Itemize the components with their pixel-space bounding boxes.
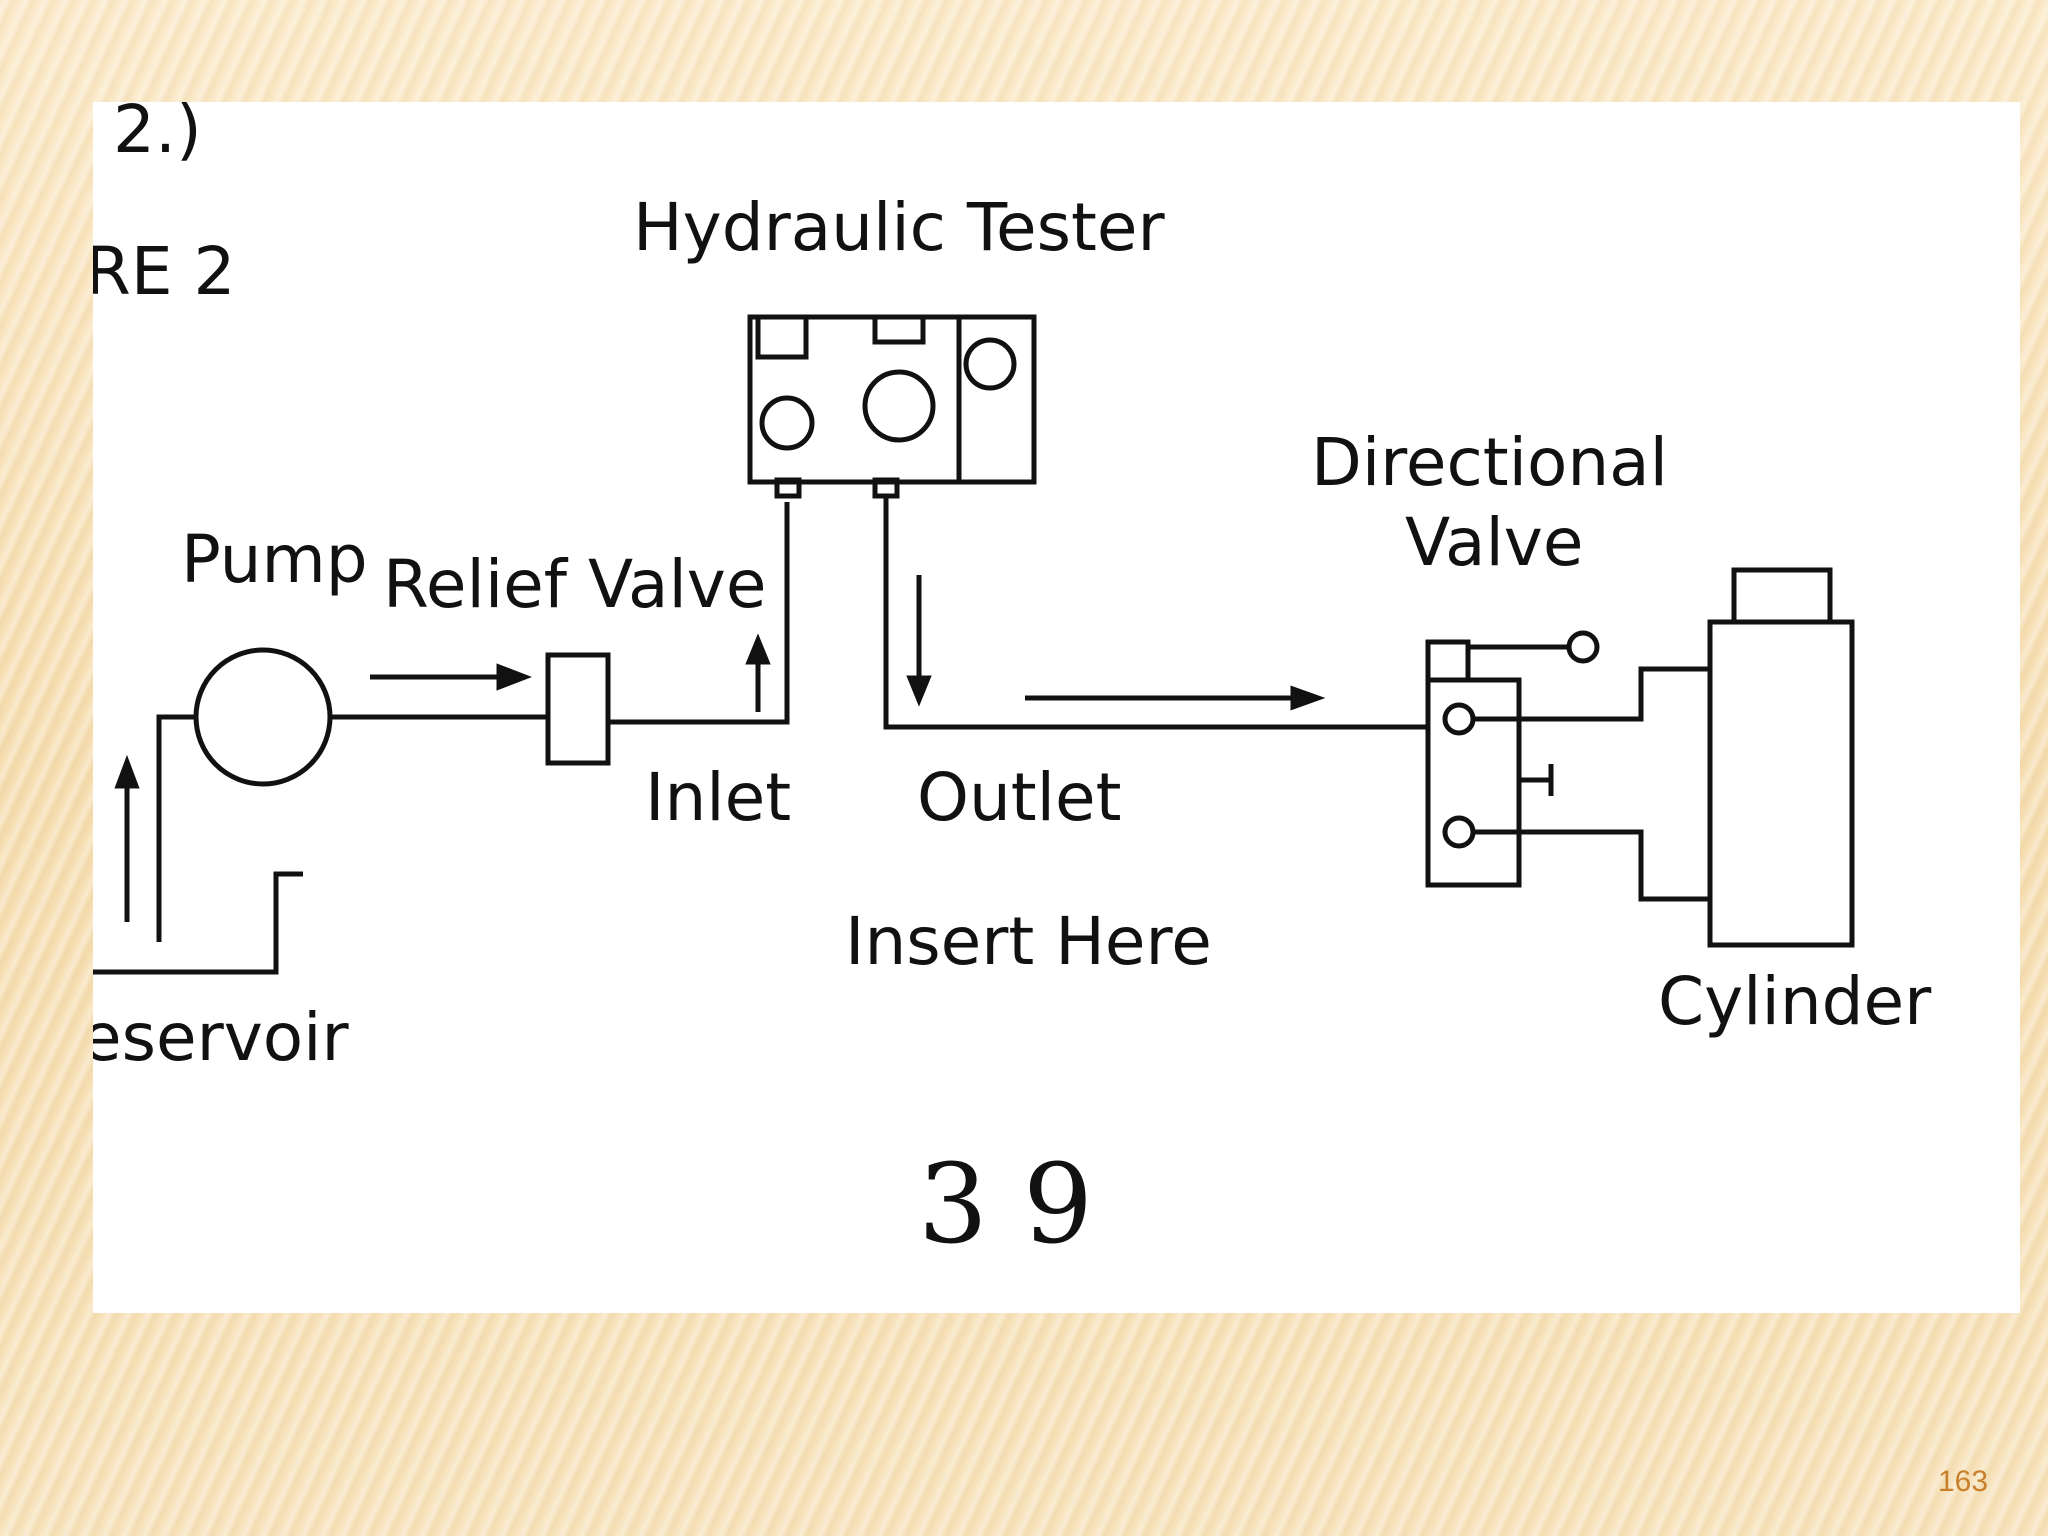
relief-valve-symbol — [545, 652, 611, 766]
label-outlet: Outlet — [917, 759, 1121, 836]
slide-page-number: 163 — [1938, 1465, 1989, 1498]
cylinder-rod — [1731, 567, 1833, 625]
suction-line — [156, 714, 196, 942]
figure-fragment: RE 2 — [93, 233, 236, 310]
page-mark: 3 9 — [918, 1140, 1093, 1268]
label-reservoir: eservoir — [93, 999, 350, 1076]
label-pump: Pump — [181, 521, 368, 598]
hydraulic-circuit-diagram: 2.) RE 2 Hydraulic Tester Directional Va… — [93, 102, 1932, 1268]
label-relief-valve: Relief Valve — [383, 546, 766, 623]
inlet-line — [608, 502, 790, 725]
fragment-top: 2.) — [113, 102, 202, 168]
cylinder-line-a — [1473, 666, 1710, 722]
cylinder-symbol — [1707, 619, 1855, 948]
directional-valve-symbol — [1425, 677, 1522, 888]
label-hydraulic-tester: Hydraulic Tester — [633, 189, 1166, 266]
label-directional-valve-line1: Directional — [1311, 424, 1668, 501]
cylinder-line-b — [1473, 829, 1710, 902]
label-insert-here: Insert Here — [845, 903, 1212, 980]
pump-symbol — [193, 647, 333, 787]
label-directional-valve-line2: Valve — [1405, 504, 1583, 581]
reservoir-tank — [93, 871, 303, 975]
diagram-panel: 2.) RE 2 Hydraulic Tester Directional Va… — [93, 102, 2020, 1313]
label-cylinder: Cylinder — [1658, 963, 1932, 1040]
outlet-line — [883, 496, 1428, 730]
label-inlet: Inlet — [645, 759, 791, 836]
